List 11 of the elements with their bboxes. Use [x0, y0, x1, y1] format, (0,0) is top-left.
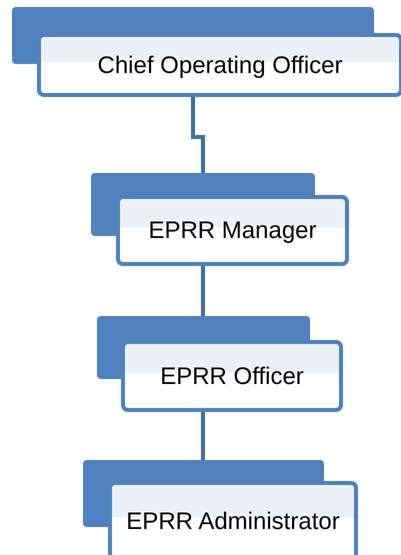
role-title: EPRR Administrator	[126, 508, 340, 534]
org-card	[97, 316, 343, 412]
connector-line	[201, 412, 205, 460]
org-card	[83, 460, 358, 555]
connector-line	[191, 97, 205, 173]
role-title: EPRR Manager	[148, 217, 317, 244]
org-card	[91, 173, 349, 266]
role-title: EPRR Officer	[160, 362, 304, 390]
connector-line	[201, 266, 205, 316]
org-card	[12, 7, 401, 97]
role-title: Chief Operating Officer	[97, 52, 342, 78]
